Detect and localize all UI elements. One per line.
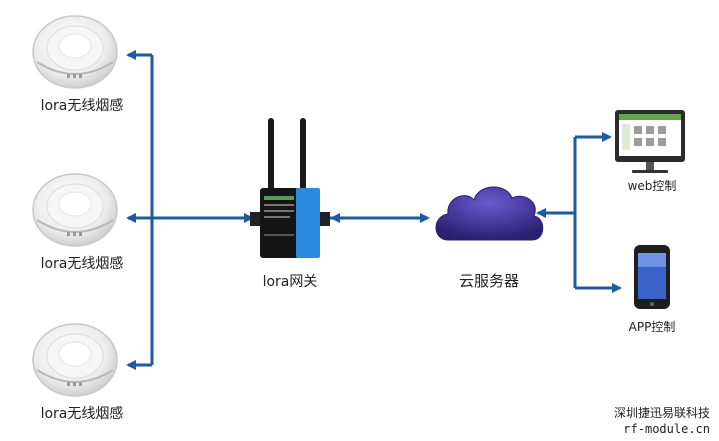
smoke-detector-3 bbox=[32, 323, 118, 397]
cloud-label: 云服务器 bbox=[459, 272, 519, 290]
smoke-detector-1 bbox=[32, 15, 118, 89]
phone-icon bbox=[634, 245, 670, 309]
smoke-detector-2 bbox=[32, 173, 118, 247]
cloud-server-icon bbox=[435, 186, 544, 241]
web-label: web控制 bbox=[628, 179, 677, 193]
watermark-site: rf-module.cn bbox=[623, 422, 710, 436]
connectors bbox=[126, 50, 622, 370]
app-label: APP控制 bbox=[629, 320, 676, 334]
sensor-2-label: lora无线烟感 bbox=[41, 255, 124, 272]
web-monitor-icon bbox=[615, 110, 685, 173]
sensor-1-label: lora无线烟感 bbox=[41, 97, 124, 114]
gateway-label: lora网关 bbox=[263, 274, 318, 290]
sensor-3-label: lora无线烟感 bbox=[41, 405, 124, 422]
watermark-company: 深圳捷迅易联科技 bbox=[614, 406, 710, 420]
lora-gateway-icon bbox=[250, 118, 330, 258]
